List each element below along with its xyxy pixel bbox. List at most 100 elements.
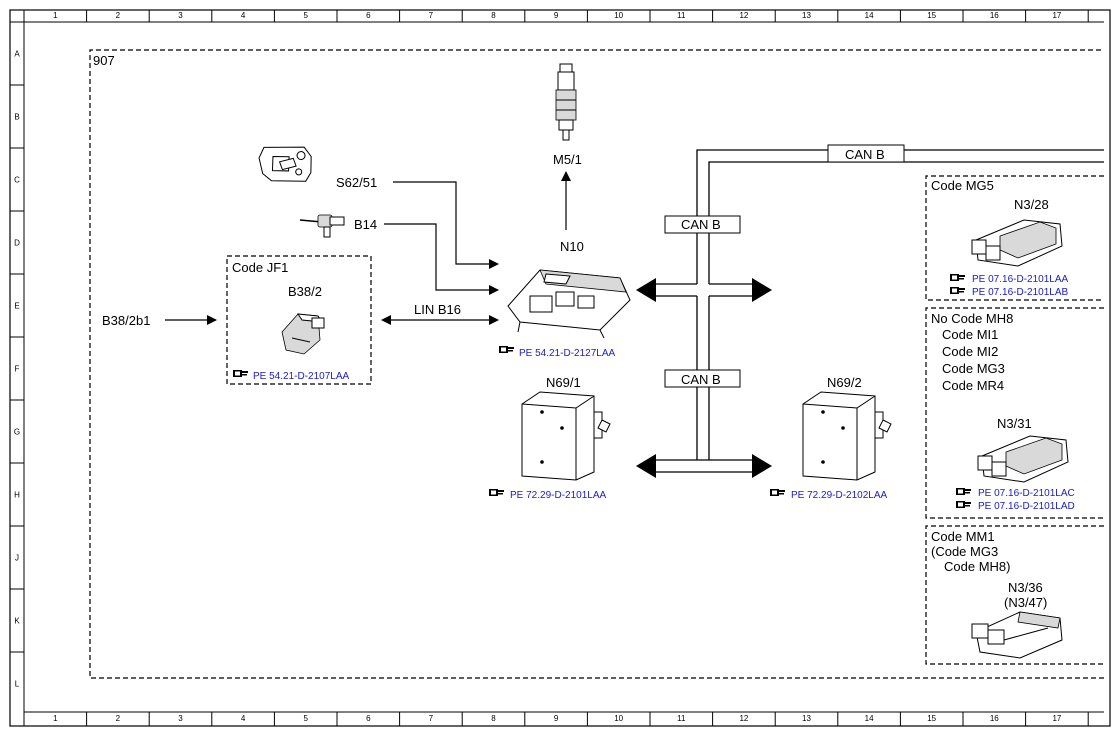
pointing-hand-icon: [770, 489, 785, 496]
no-code-mh8-code-3: Code MG3: [942, 361, 1005, 376]
pointing-hand-icon: [489, 489, 504, 496]
grid-column-label: 1: [53, 11, 58, 20]
s62-51-label: S62/51: [336, 175, 377, 190]
grid-column-label: 8: [491, 714, 496, 723]
grid-column-label: 10: [614, 11, 623, 20]
n3-36-label: N3/36: [1008, 580, 1043, 595]
grid-column-label: 3: [178, 11, 183, 20]
grid-column-label: 2: [116, 714, 121, 723]
code-mm1-line-1: (Code MG3: [931, 544, 998, 559]
b38-2b1-label: B38/2b1: [102, 313, 150, 328]
can-b-network: [654, 149, 1104, 473]
no-code-mh8-box: [925, 307, 1104, 519]
grid-row-label: B: [14, 113, 19, 122]
grid-column-label: 11: [677, 714, 686, 723]
can-b-lower-label: CAN B: [681, 372, 721, 387]
grid-row-label: H: [14, 491, 20, 500]
grid-row-label: F: [15, 365, 20, 374]
no-code-mh8-code-2: Code MI2: [942, 344, 998, 359]
grid-column-label: 16: [990, 714, 999, 723]
code-mm1-line-2: Code MH8): [944, 559, 1010, 574]
grid-column-label: 12: [739, 714, 748, 723]
can-b-arrowheads: [636, 278, 772, 478]
n10-module-icon: [507, 269, 631, 339]
b14-sensor-icon: [299, 214, 345, 238]
grid-column-label: 6: [366, 11, 371, 20]
m5-1-label: M5/1: [553, 152, 582, 167]
no-code-mh8-title: No Code MH8: [931, 311, 1013, 326]
n69-2-ref-link[interactable]: PE 72.29-D-2102LAA: [791, 490, 888, 501]
grid-column-label: 17: [1052, 11, 1061, 20]
grid-column-label: 14: [865, 714, 874, 723]
grid-column-label: 14: [865, 11, 874, 20]
lin-b16-label: LIN B16: [414, 302, 461, 317]
s62-51-switch-icon: [258, 146, 312, 182]
frame-907-boundary: [89, 49, 1104, 679]
no-code-mh8-ref-link-2[interactable]: PE 07.16-D-2101LAD: [978, 501, 1075, 512]
code-mg5-title: Code MG5: [931, 178, 994, 193]
grid-row-label: G: [14, 428, 20, 437]
pointing-hand-icon: [956, 488, 971, 495]
n3-31-label: N3/31: [997, 416, 1032, 431]
code-mm1-box: [925, 525, 1104, 665]
grid-column-label: 9: [554, 11, 559, 20]
grid-column-label: 13: [802, 11, 811, 20]
grid-column-label: 11: [677, 11, 686, 20]
grid-column-label: 2: [116, 11, 121, 20]
no-code-mh8-ref-link-1[interactable]: PE 07.16-D-2101LAC: [978, 488, 1075, 499]
n3-28-label: N3/28: [1014, 197, 1049, 212]
grid-column-label: 7: [429, 11, 434, 20]
n3-36-ecu-icon: [971, 611, 1063, 659]
can-b-top-label-box: [827, 144, 905, 163]
grid-column-label: 9: [554, 714, 559, 723]
grid-row-label: L: [15, 680, 20, 689]
n3-31-ecu-icon: [977, 435, 1069, 483]
n10-label: N10: [560, 239, 584, 254]
grid-column-label: 8: [491, 11, 496, 20]
n3-28-ecu-icon: [971, 219, 1063, 267]
n69-1-label: N69/1: [546, 375, 581, 390]
m5-1-sensor-icon: [555, 63, 577, 141]
n3-47-label: (N3/47): [1004, 595, 1047, 610]
grid-column-label: 3: [178, 714, 183, 723]
n69-2-label: N69/2: [827, 375, 862, 390]
grid-column-label: 15: [927, 11, 936, 20]
pointing-hand-icon: [950, 287, 965, 294]
can-b-lower-label-box: [664, 369, 741, 388]
pointing-hand-icon: [499, 346, 514, 353]
grid-column-label: 4: [241, 714, 246, 723]
b14-signal-line: [384, 223, 499, 295]
grid-column-label: 12: [739, 11, 748, 20]
grid-row-label: J: [15, 554, 19, 563]
code-jf1-ref-link[interactable]: PE 54.21-D-2107LAA: [253, 371, 350, 382]
grid-column-label: 15: [927, 714, 936, 723]
b38-2-label: B38/2: [288, 284, 322, 299]
grid-column-label: 7: [429, 714, 434, 723]
b38-2-sensor-icon: [281, 313, 325, 355]
frame-907-label: 907: [93, 53, 115, 68]
grid-column-label: 1: [53, 714, 58, 723]
code-mg5-ref-link-2[interactable]: PE 07.16-D-2101LAB: [972, 287, 1069, 298]
can-b-upper-label: CAN B: [681, 217, 721, 232]
grid-frame: 1122334455667788991010111112121313141415…: [9, 9, 1111, 727]
grid-row-label: A: [14, 50, 20, 59]
pointing-hand-icon: [233, 370, 248, 377]
n10-ref-link[interactable]: PE 54.21-D-2127LAA: [519, 348, 616, 359]
no-code-mh8-code-4: Code MR4: [942, 378, 1004, 393]
grid-column-label: 5: [303, 11, 308, 20]
grid-column-label: 5: [303, 714, 308, 723]
grid-column-label: 10: [614, 714, 623, 723]
n69-2-module-icon: [802, 391, 892, 481]
n69-1-ref-link[interactable]: PE 72.29-D-2101LAA: [510, 490, 607, 501]
no-code-mh8-code-1: Code MI1: [942, 327, 998, 342]
code-mg5-box: [925, 175, 1104, 301]
code-mm1-title: Code MM1: [931, 529, 995, 544]
s62-51-signal-line: [393, 181, 499, 269]
grid-column-label: 4: [241, 11, 246, 20]
grid-row-label: E: [14, 302, 19, 311]
code-mg5-ref-link-1[interactable]: PE 07.16-D-2101LAA: [972, 274, 1069, 285]
grid-column-label: 16: [990, 11, 999, 20]
grid-row-label: D: [14, 239, 20, 248]
n69-1-module-icon: [521, 391, 611, 481]
